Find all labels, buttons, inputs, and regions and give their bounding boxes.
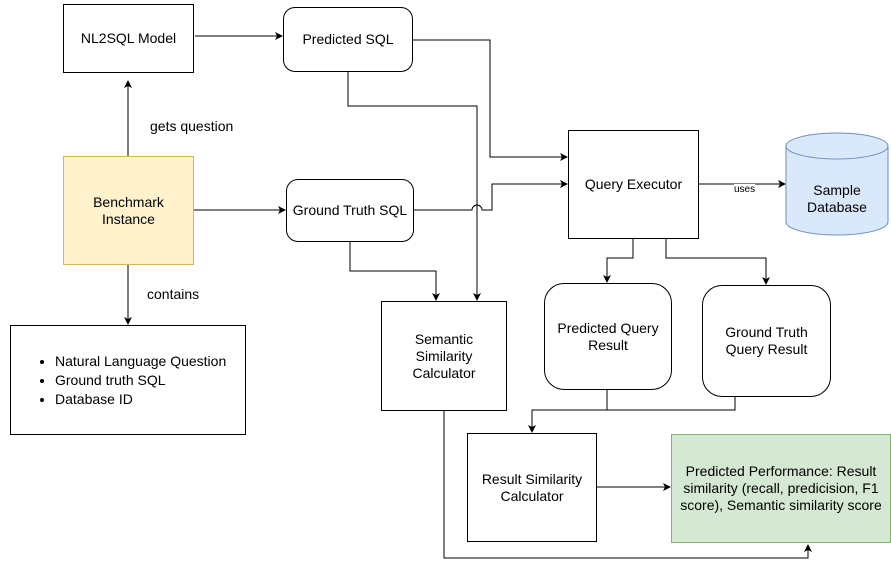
database-cylinder [785, 132, 889, 236]
predicted-sql-label: Predicted SQL [302, 31, 394, 47]
edge-predicted-result-to-result-similarity [528, 390, 608, 433]
predicted-performance-label: Predicted Performance: Result similarity… [680, 463, 882, 513]
semantic-similarity-calculator-label: Semantic Similarity Calculator [412, 330, 476, 381]
list-item: Ground truth SQL [55, 371, 245, 390]
gets-question-label: gets question [150, 118, 234, 135]
list-item: Natural Language Question [55, 352, 245, 371]
result-similarity-calculator-node: Result Similarity Calculator [467, 433, 597, 542]
benchmark-instance-label: Benchmark Instance [93, 193, 164, 227]
edge-executor-to-ground-truth-result [665, 239, 770, 285]
predicted-sql-node: Predicted SQL [283, 7, 413, 72]
benchmark-instance-node: Benchmark Instance [63, 156, 194, 265]
contains-label: contains [147, 286, 200, 303]
instance-contents-list: Natural Language Question Ground truth S… [11, 352, 245, 409]
ground-truth-sql-label: Ground Truth SQL [292, 202, 408, 218]
edge-ground-truth-sql-to-semantic [349, 242, 440, 301]
instance-contents-box: Natural Language Question Ground truth S… [10, 325, 246, 435]
sample-database-text: Sample Database [807, 182, 867, 215]
semantic-similarity-calculator-node: Semantic Similarity Calculator [381, 301, 507, 411]
nl2sql-model-node: NL2SQL Model [63, 4, 194, 73]
sample-database-label: Sample Database [786, 182, 888, 216]
edge-predicted-sql-to-semantic [347, 72, 481, 301]
list-item: Database ID [55, 390, 245, 409]
query-executor-node: Query Executor [568, 130, 699, 239]
predicted-query-result-label: Predicted Query Result [557, 319, 659, 353]
ground-truth-sql-node: Ground Truth SQL [286, 179, 414, 242]
ground-truth-query-result-node: Ground Truth Query Result [702, 285, 831, 397]
nl2sql-model-label: NL2SQL Model [80, 30, 177, 46]
predicted-query-result-node: Predicted Query Result [544, 283, 672, 390]
ground-truth-query-result-label: Ground Truth Query Result [725, 324, 808, 357]
edge-predicted-sql-to-executor [413, 39, 568, 161]
edge-ground-truth-result-to-result-similarity [532, 397, 736, 411]
uses-label: uses [734, 184, 756, 196]
edge-executor-to-predicted-result [603, 239, 634, 283]
query-executor-label: Query Executor [584, 176, 683, 192]
result-similarity-calculator-label: Result Similarity Calculator [481, 470, 583, 504]
edge-ground-truth-sql-to-executor [414, 180, 568, 211]
predicted-performance-node: Predicted Performance: Result similarity… [671, 434, 891, 543]
edge-semantic-to-performance [443, 411, 812, 559]
